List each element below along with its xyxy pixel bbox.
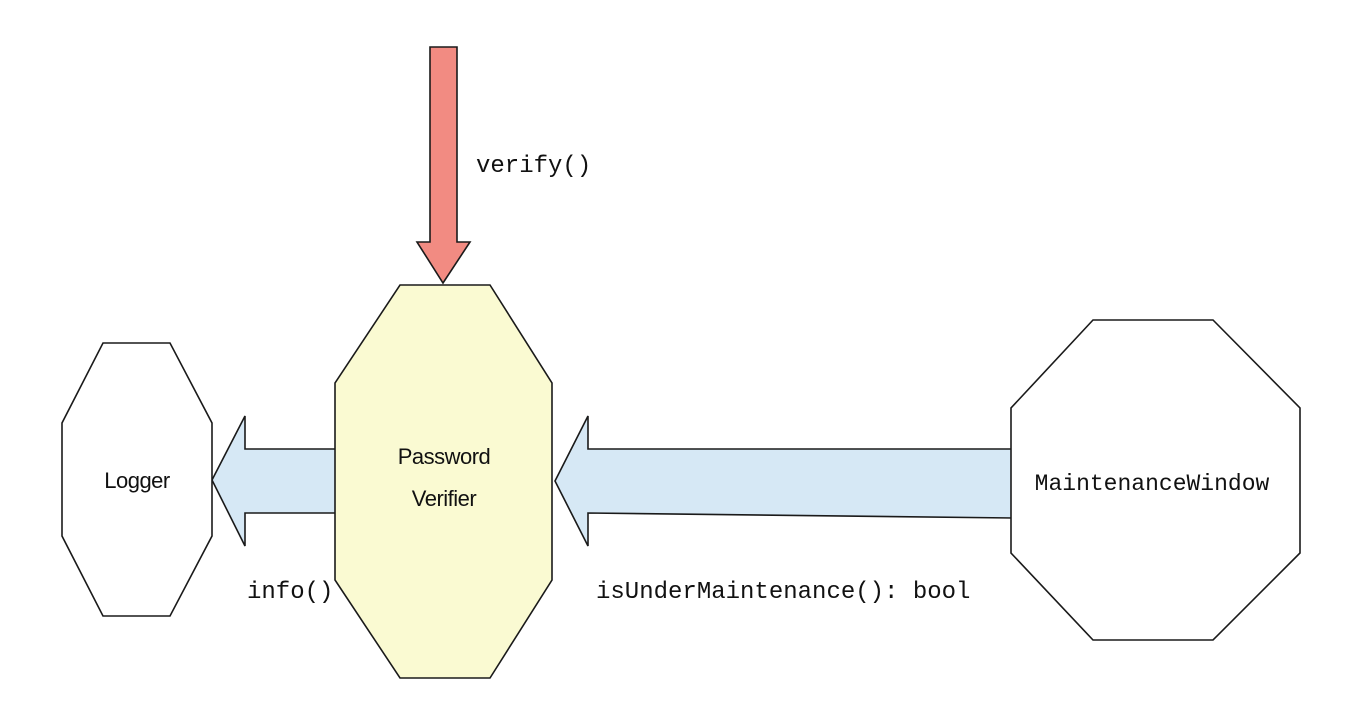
maintenance-label: isUnderMaintenance(): bool — [596, 579, 970, 606]
info-label: info() — [247, 579, 333, 606]
maintenance-window-label: MaintenanceWindow — [1035, 471, 1270, 497]
password-verifier-label-line1: Password — [398, 444, 491, 469]
maintenance-arrow — [554, 415, 1014, 547]
logger-node — [61, 342, 213, 617]
info-arrow — [211, 415, 337, 547]
password-verifier-label-line2: Verifier — [412, 486, 477, 511]
logger-label: Logger — [104, 468, 170, 493]
verify-arrow — [415, 46, 472, 285]
verify-label: verify() — [476, 153, 591, 180]
maintenance-window-node — [1010, 319, 1301, 641]
password-verifier-node — [334, 284, 553, 679]
